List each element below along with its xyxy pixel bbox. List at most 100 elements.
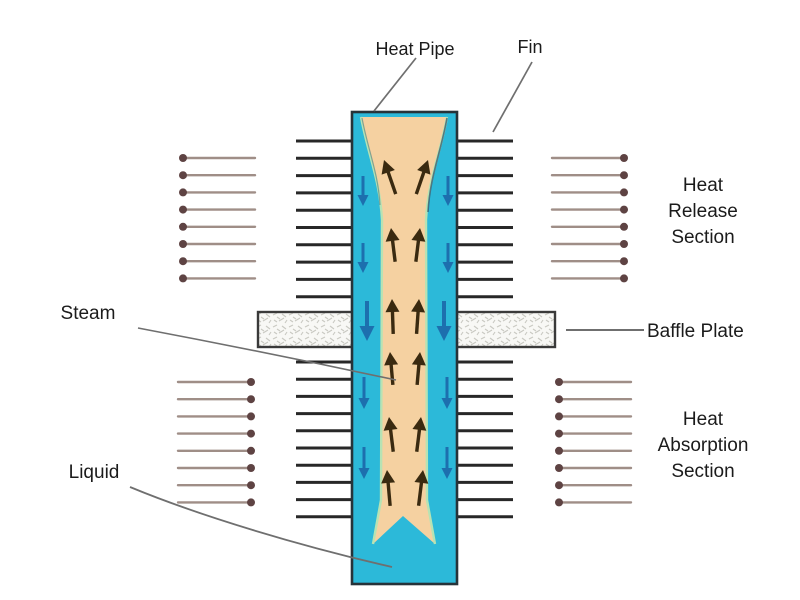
steam-arrow-shaft <box>415 360 421 386</box>
steam-arrow-icon <box>411 299 426 335</box>
flow-arrow-head <box>247 464 255 472</box>
steam-arrow-icon <box>412 417 427 452</box>
condensate-arrow-icon <box>358 447 370 479</box>
steam-arrow-shaft <box>414 236 421 262</box>
condensate-arrow-head <box>357 262 369 273</box>
condensate-arrows-layer <box>357 176 454 479</box>
flow-arrow-release-right <box>550 240 628 248</box>
steam-arrow-icon <box>411 228 426 262</box>
condensate-arrow-icon <box>436 301 452 341</box>
steam-arrow-icon <box>381 160 398 195</box>
flow-arrow-head <box>179 154 187 162</box>
condensate-arrow-head <box>441 468 453 479</box>
flow-arrow-head <box>620 171 628 180</box>
steam-arrow-icon <box>381 470 396 507</box>
steam-arrow-shaft <box>390 307 395 335</box>
condensate-arrow-head <box>357 195 369 206</box>
steam-arrow-shaft <box>389 360 395 386</box>
condensate-arrow-head <box>359 326 375 341</box>
steam-arrow-head <box>385 299 400 313</box>
flow-arrow-head <box>555 481 563 490</box>
wick-shadow-left <box>361 117 381 206</box>
heat-release-line-3: Section <box>671 227 735 248</box>
flow-arrow-absorption-right <box>555 446 633 455</box>
steam-arrow-icon <box>385 228 400 262</box>
flow-arrow-release-right <box>550 274 628 283</box>
steam-arrow-head <box>381 470 396 484</box>
steam-arrow-shaft <box>416 478 424 506</box>
condensate-arrow-head <box>441 398 453 409</box>
flow-arrow-head <box>555 412 563 421</box>
flow-arrow-release-left <box>179 205 257 214</box>
flow-arrow-absorption-right <box>555 412 633 421</box>
heat-release-line-1: Heat <box>682 175 724 196</box>
condensate-arrow-icon <box>359 301 375 341</box>
heat-absorption-line-3: Section <box>671 461 735 482</box>
heat-absorption-section-label: Heat Absorption Section <box>627 407 779 485</box>
flow-arrow-release-left <box>179 240 257 248</box>
condensate-arrow-icon <box>358 377 370 409</box>
heat-pipe-leader-line <box>373 57 417 112</box>
wick-shadow-right <box>427 117 448 213</box>
flow-arrow-head <box>620 222 628 231</box>
steam-arrow-icon <box>414 160 431 195</box>
steam-arrow-icon <box>411 352 426 386</box>
steam-arrow-shaft <box>386 478 392 507</box>
steam-arrow-head <box>385 228 400 242</box>
heat-pipe-body <box>350 110 459 586</box>
steam-arrow-shaft <box>388 425 395 452</box>
heat-pipe-label: Heat Pipe <box>375 39 455 59</box>
steam-label: Steam <box>60 303 116 324</box>
steam-arrow-head <box>417 160 431 175</box>
steam-arrows-layer <box>381 160 431 507</box>
flow-arrow-head <box>247 481 255 490</box>
flow-arrow-absorption-left <box>176 446 255 455</box>
heat-absorption-line-1: Heat <box>682 409 724 430</box>
steam-arrow-head <box>381 160 395 175</box>
flow-arrow-absorption-right <box>555 498 633 507</box>
steam-arrow-head <box>411 228 426 242</box>
steam-arrow-shaft <box>385 167 398 195</box>
heat-absorption-line-2: Absorption <box>657 435 749 456</box>
steam-leader-line <box>137 327 397 381</box>
flow-arrow-release-left <box>179 188 257 197</box>
flow-arrow-head <box>247 395 255 404</box>
flow-arrow-head <box>555 498 563 507</box>
flow-arrow-absorption-left <box>176 481 255 490</box>
steam-arrow-head <box>411 299 426 313</box>
flow-arrow-head <box>620 257 628 266</box>
flow-arrow-release-left <box>179 154 257 162</box>
flow-arrow-head <box>620 154 628 162</box>
flow-arrow-head <box>620 188 628 197</box>
flow-arrow-head <box>247 412 255 421</box>
condensate-arrow-head <box>358 398 370 409</box>
flow-arrow-head <box>247 429 255 438</box>
flow-arrow-release-right <box>550 188 628 197</box>
flow-arrow-release-right <box>550 154 628 162</box>
flow-arrow-release-right <box>550 222 628 231</box>
liquid-label: Liquid <box>68 462 120 483</box>
flow-arrow-release-right <box>550 205 628 214</box>
fin-leader-line <box>492 61 533 133</box>
flow-arrow-head <box>179 205 187 214</box>
flow-arrow-head <box>179 240 187 248</box>
condensate-arrow-head <box>436 326 452 341</box>
heat-release-section-label: Heat Release Section <box>627 173 779 251</box>
flow-arrow-release-left <box>179 171 257 180</box>
flow-arrow-head <box>179 274 187 283</box>
condensate-arrow-icon <box>442 243 454 273</box>
flow-arrow-head <box>247 498 255 507</box>
fins-layer <box>296 139 513 519</box>
flow-arrow-absorption-left <box>176 498 255 507</box>
steam-arrow-head <box>414 470 429 484</box>
flow-arrow-head <box>179 188 187 197</box>
flow-arrow-release-left <box>179 274 257 283</box>
wick-left <box>359 116 384 545</box>
flow-arrow-absorption-right <box>555 481 633 490</box>
flow-arrow-absorption-left <box>176 412 255 421</box>
flow-arrow-head <box>179 171 187 180</box>
condensate-arrow-icon <box>357 243 369 273</box>
flow-arrow-release-left <box>179 222 257 231</box>
